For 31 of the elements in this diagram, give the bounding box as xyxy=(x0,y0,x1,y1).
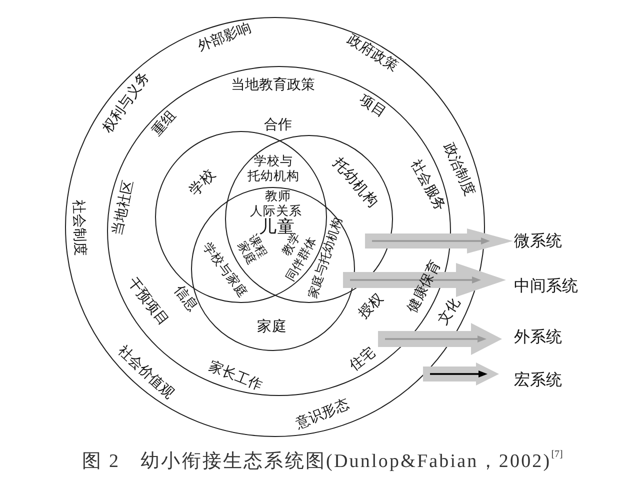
system-label: 外系统 xyxy=(514,330,562,346)
ring-label: 干预项目 xyxy=(124,276,170,328)
ring-label: 项目 xyxy=(356,93,388,121)
ring-label: 意识形态 xyxy=(294,398,352,432)
ring-label: 当地社区 xyxy=(111,179,137,237)
ring-label: 外部影响 xyxy=(196,21,254,55)
ring-label: 社会制度 xyxy=(70,200,86,256)
block-arrow xyxy=(423,362,499,386)
system-label: 微系统 xyxy=(514,234,562,250)
system-label: 中间系统 xyxy=(514,279,578,295)
ring-label: 信息 xyxy=(170,284,200,314)
block-arrow xyxy=(365,228,513,254)
caption: 图 2 幼小衔接生态系统图(Dunlop&Fabian，2002)$^{[7]}$ xyxy=(82,452,563,471)
region-label: 学校与托幼机构 xyxy=(248,154,301,184)
ring-label: 当地教育政策 xyxy=(231,79,315,93)
circle-label: 学校 xyxy=(188,167,218,200)
ring-label: 文化 xyxy=(436,296,464,328)
circle-label: 托幼机构 xyxy=(330,156,380,210)
ring-label: 住宅 xyxy=(348,346,378,374)
circle-label: 家庭 xyxy=(257,320,288,334)
ring-label: 家长工作 xyxy=(206,360,264,394)
ring-label: 合作 xyxy=(264,119,292,133)
ring-label: 授权 xyxy=(357,292,387,322)
system-label: 宏系统 xyxy=(514,373,562,389)
ring-label: 重组 xyxy=(150,108,180,140)
ring-label: 社会价值观 xyxy=(114,344,176,402)
ring-label: 政府政策 xyxy=(344,33,400,75)
region-label: 教师 xyxy=(265,190,291,202)
block-arrow xyxy=(378,323,502,355)
block-arrow xyxy=(343,263,506,297)
region-label: 人际关系 xyxy=(250,204,302,218)
